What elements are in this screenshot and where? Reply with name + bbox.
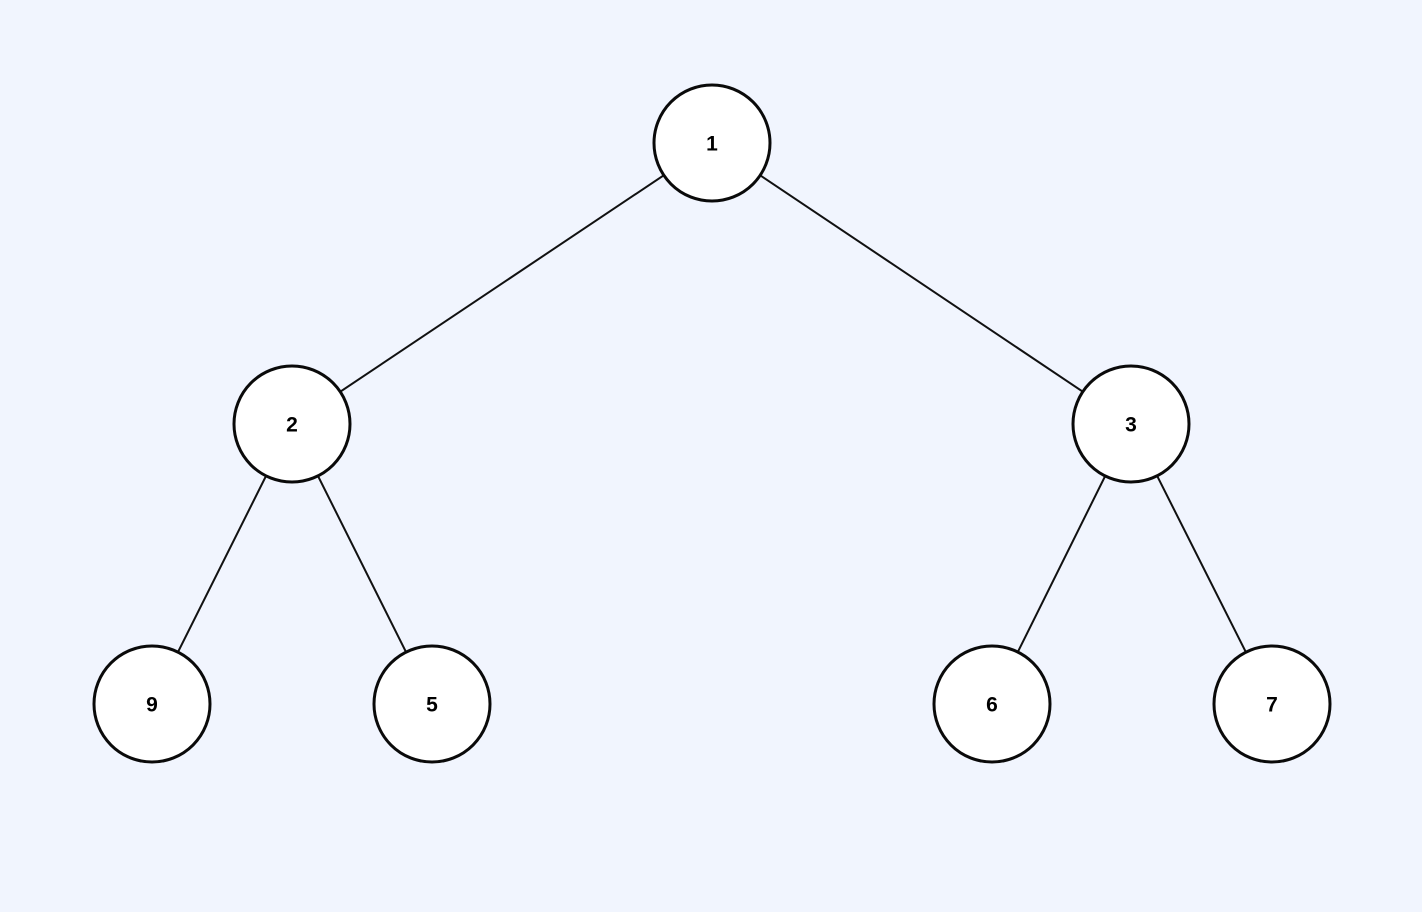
tree-node-1[interactable]: 1 <box>652 83 772 203</box>
tree-node-circle-2[interactable] <box>232 364 352 484</box>
tree-node-circle-7[interactable] <box>1212 644 1332 764</box>
tree-node-label-9: 9 <box>146 694 158 717</box>
tree-node-5[interactable]: 5 <box>372 644 492 764</box>
tree-node-2[interactable]: 2 <box>232 364 352 484</box>
tree-edge-n1-n3 <box>711 142 1132 425</box>
tree-node-9[interactable]: 9 <box>92 644 212 764</box>
tree-node-label-7: 7 <box>1266 694 1278 717</box>
tree-node-circle-5[interactable] <box>372 644 492 764</box>
tree-edge-n1-n2 <box>291 142 713 425</box>
tree-node-7[interactable]: 7 <box>1212 644 1332 764</box>
tree-node-label-5: 5 <box>426 694 438 717</box>
tree-node-label-3: 3 <box>1125 414 1137 437</box>
tree-node-label-1: 1 <box>706 133 718 156</box>
tree-node-circle-6[interactable] <box>932 644 1052 764</box>
tree-node-6[interactable]: 6 <box>932 644 1052 764</box>
tree-node-3[interactable]: 3 <box>1071 364 1191 484</box>
tree-node-circle-3[interactable] <box>1071 364 1191 484</box>
node-layer: 1 2 3 9 5 6 7 <box>92 83 1332 764</box>
tree-node-circle-9[interactable] <box>92 644 212 764</box>
tree-node-circle-1[interactable] <box>652 83 772 203</box>
tree-node-label-6: 6 <box>986 694 998 717</box>
tree-node-label-2: 2 <box>286 414 298 437</box>
